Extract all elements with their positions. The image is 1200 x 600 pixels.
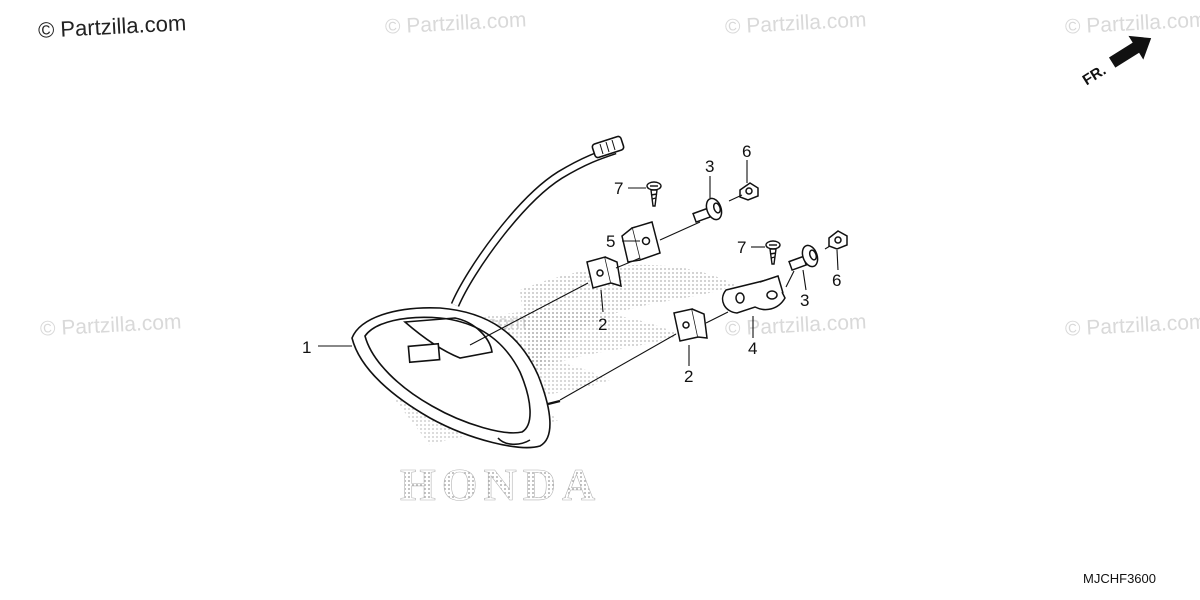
callout-2-lower: 2 bbox=[684, 367, 694, 386]
screw-upper bbox=[646, 181, 662, 207]
leader-lines bbox=[318, 160, 839, 401]
bracket-upper bbox=[621, 221, 661, 263]
nut-upper bbox=[739, 182, 759, 201]
callout-6-lower: 6 bbox=[832, 271, 842, 290]
callout-6-upper: 6 bbox=[742, 142, 752, 161]
callout-2-upper: 2 bbox=[598, 315, 608, 334]
honda-brand-mark: HONDA bbox=[400, 459, 601, 510]
callout-1: 1 bbox=[302, 338, 312, 357]
callout-7-lower: 7 bbox=[737, 238, 747, 257]
front-direction-label: FR. bbox=[1080, 62, 1110, 89]
nut-lower bbox=[828, 230, 848, 250]
collar-bolt-upper bbox=[692, 197, 723, 224]
callout-3-upper: 3 bbox=[705, 157, 715, 176]
front-direction-arrow: FR. bbox=[1080, 35, 1152, 89]
callout-5: 5 bbox=[606, 232, 616, 251]
grommet-upper bbox=[586, 256, 622, 289]
callout-7-upper: 7 bbox=[614, 179, 624, 198]
callout-4: 4 bbox=[748, 339, 758, 358]
screw-lower bbox=[765, 240, 781, 265]
diagram-code: MJCHF3600 bbox=[1083, 571, 1156, 586]
grommet-lower bbox=[673, 308, 708, 342]
tail-light-assembly bbox=[351, 135, 625, 449]
collar-bolt-lower bbox=[788, 244, 819, 272]
bracket-lower bbox=[721, 275, 786, 314]
callout-3-lower: 3 bbox=[800, 291, 810, 310]
